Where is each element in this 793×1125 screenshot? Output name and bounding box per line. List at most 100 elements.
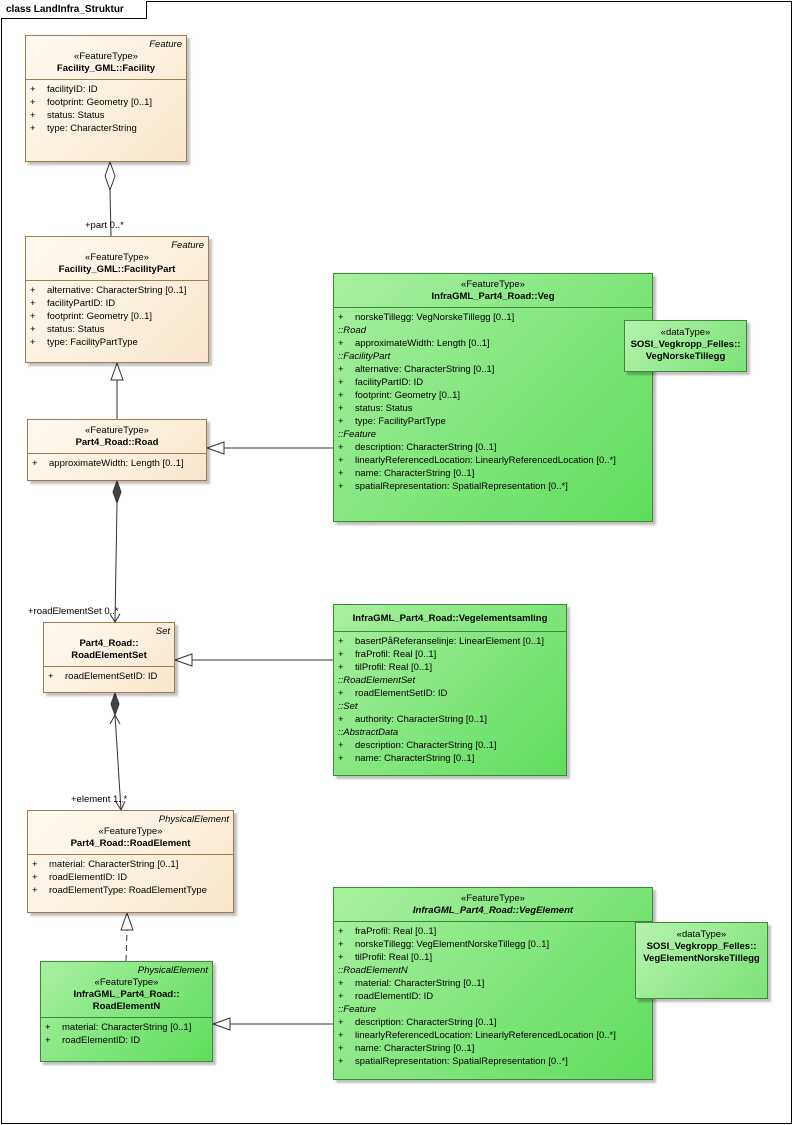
attribute-row[interactable]: +roadElementID: ID — [45, 1034, 208, 1047]
visibility-marker: + — [338, 364, 344, 375]
attribute-text: facilityPartID: ID — [47, 298, 116, 309]
inherited-group-label: ::AbstractData — [338, 727, 399, 738]
attribute-text: status: Status — [47, 110, 105, 121]
attribute-text: type: FacilityPartType — [47, 337, 138, 348]
visibility-marker: + — [338, 403, 344, 414]
class-vegelementsamling[interactable]: InfraGML_Part4_Road::Vegelementsamling +… — [333, 604, 567, 776]
attribute-row[interactable]: +tilProfil: Real [0..1] — [338, 951, 648, 964]
attribute-row[interactable]: +norskeTillegg: VegElementNorskeTillegg … — [338, 938, 648, 951]
inherited-group-label: ::FacilityPart — [338, 351, 391, 362]
attribute-row[interactable]: +alternative: CharacterString [0..1] — [30, 284, 204, 297]
attribute-row[interactable]: +tilProfil: Real [0..1] — [338, 661, 562, 674]
attribute-row[interactable]: +footprint: Geometry [0..1] — [30, 310, 204, 323]
visibility-marker: + — [338, 468, 344, 479]
attribute-row[interactable]: +spatialRepresentation: SpatialRepresent… — [338, 1055, 648, 1068]
attribute-row[interactable]: +basertPåReferanselinje: LinearElement [… — [338, 635, 562, 648]
attribute-row[interactable]: +fraProfil: Real [0..1] — [338, 648, 562, 661]
attribute-row[interactable]: + status: Status — [30, 323, 204, 336]
attribute-text: linearlyReferencedLocation: LinearlyRefe… — [355, 1030, 616, 1041]
class-vegelement[interactable]: «FeatureType» InfraGML_Part4_Road::VegEl… — [333, 887, 653, 1080]
inherited-group-label: ::RoadElementSet — [338, 675, 416, 686]
attribute-row[interactable]: + status: Status — [30, 109, 182, 122]
attribute-text: roadElementSetID: ID — [355, 688, 448, 699]
attribute-row[interactable]: +name: CharacterString [0..1] — [338, 752, 562, 765]
class-roadelementn[interactable]: PhysicalElement «FeatureType» InfraGML_P… — [40, 961, 213, 1062]
visibility-marker: + — [338, 991, 344, 1002]
class-name-line2: RoadElementSet — [71, 650, 147, 661]
generalization-road-facilitypart — [110, 361, 124, 419]
attribute-row[interactable]: +linearlyReferencedLocation: LinearlyRef… — [338, 454, 648, 467]
attribute-row[interactable]: +norskeTillegg: VegNorskeTillegg [0..1] — [338, 311, 648, 324]
attribute-row[interactable]: +roadElementID: ID — [32, 871, 229, 884]
attribute-row[interactable]: +type: CharacterString — [30, 122, 182, 135]
class-facility[interactable]: Feature «FeatureType» Facility_GML::Faci… — [25, 35, 187, 162]
attribute-row[interactable]: +linearlyReferencedLocation: LinearlyRef… — [338, 1029, 648, 1042]
visibility-marker: + — [30, 110, 36, 121]
attribute-list: +facilityID: ID+footprint: Geometry [0..… — [26, 79, 186, 137]
attribute-text: material: CharacterString [0..1] — [355, 978, 485, 989]
attribute-text: status: Status — [47, 324, 105, 335]
visibility-marker: + — [338, 662, 344, 673]
attribute-row[interactable]: +type: FacilityPartType — [338, 415, 648, 428]
attribute-row[interactable]: +description: CharacterString [0..1] — [338, 441, 648, 454]
attribute-text: roadElementID: ID — [62, 1035, 141, 1046]
class-vegnorsketillegg[interactable]: «dataType» SOSI_Vegkropp_Felles:: VegNor… — [624, 320, 747, 372]
multiplicity: 1..* — [113, 794, 128, 805]
composition-roadelementset-roadelement — [109, 691, 126, 812]
inherited-group-label: ::Set — [338, 701, 358, 712]
attribute-row[interactable]: +footprint: Geometry [0..1] — [30, 96, 182, 109]
attribute-row[interactable]: +material: CharacterString [0..1] — [45, 1021, 208, 1034]
class-facilitypart[interactable]: Feature «FeatureType» Facility_GML::Faci… — [25, 236, 209, 363]
class-name-line1: Part4_Road:: — [79, 638, 139, 649]
visibility-marker: + — [30, 337, 36, 348]
attribute-text: status: Status — [355, 403, 413, 414]
class-stereotype: «FeatureType» — [85, 425, 149, 436]
visibility-marker: + — [338, 649, 344, 660]
attribute-row[interactable]: +footprint: Geometry [0..1] — [338, 389, 648, 402]
class-name-line2: VegNorskeTillegg — [645, 351, 726, 362]
attribute-row[interactable]: +roadElementSetID: ID — [338, 687, 562, 700]
class-vegelementnorsketillegg[interactable]: «dataType» SOSI_Vegkropp_Felles:: VegEle… — [635, 922, 768, 999]
attribute-text: name: CharacterString [0..1] — [355, 753, 475, 764]
visibility-marker: + — [338, 1056, 344, 1067]
visibility-marker: + — [32, 885, 38, 896]
visibility-marker: + — [338, 442, 344, 453]
attribute-row[interactable]: +alternative: CharacterString [0..1] — [338, 363, 648, 376]
attribute-row[interactable]: +description: CharacterString [0..1] — [338, 1016, 648, 1029]
class-name: Part4_Road::RoadElement — [70, 838, 191, 849]
generalization-vegelement-roadelementn — [211, 1017, 333, 1031]
class-roadelement[interactable]: PhysicalElement «FeatureType» Part4_Road… — [27, 810, 234, 913]
attribute-list: +roadElementSetID: ID — [44, 666, 174, 685]
attribute-row[interactable]: +approximateWidth: Length [0..1] — [32, 457, 202, 470]
attribute-row[interactable]: +roadElementType: RoadElementType — [32, 884, 229, 897]
attribute-row[interactable]: +roadElementSetID: ID — [48, 670, 170, 683]
attribute-text: approximateWidth: Length [0..1] — [355, 338, 490, 349]
attribute-row[interactable]: +name: CharacterString [0..1] — [338, 467, 648, 480]
attribute-row[interactable]: +facilityPartID: ID — [338, 376, 648, 389]
attribute-text: facilityID: ID — [47, 84, 98, 95]
class-stereotype: «dataType» — [660, 327, 711, 338]
attribute-row[interactable]: +material: CharacterString [0..1] — [338, 977, 648, 990]
attribute-row[interactable]: + type: FacilityPartType — [30, 336, 204, 349]
visibility-marker: + — [338, 740, 344, 751]
attribute-row[interactable]: +facilityPartID: ID — [30, 297, 204, 310]
attribute-row[interactable]: +spatialRepresentation: SpatialRepresent… — [338, 480, 648, 493]
attribute-row[interactable]: + status: Status — [338, 402, 648, 415]
attribute-row[interactable]: +facilityID: ID — [30, 83, 182, 96]
class-roadelementset[interactable]: Set Part4_Road:: RoadElementSet +roadEle… — [43, 622, 175, 693]
attribute-row[interactable]: +description: CharacterString [0..1] — [338, 739, 562, 752]
attribute-row[interactable]: +fraProfil: Real [0..1] — [338, 925, 648, 938]
class-stereotype: «FeatureType» — [98, 826, 163, 837]
attribute-row[interactable]: +name: CharacterString [0..1] — [338, 1042, 648, 1055]
attribute-text: footprint: Geometry [0..1] — [355, 390, 461, 401]
attribute-row[interactable]: +roadElementID: ID — [338, 990, 648, 1003]
class-road[interactable]: «FeatureType» Part4_Road::Road +approxim… — [27, 419, 207, 481]
attribute-row[interactable]: +authority: CharacterString [0..1] — [338, 713, 562, 726]
attribute-row[interactable]: +material: CharacterString [0..1] — [32, 858, 229, 871]
visibility-marker: + — [32, 458, 38, 469]
class-veg[interactable]: «FeatureType» InfraGML_Part4_Road::Veg +… — [333, 273, 653, 522]
visibility-marker: + — [30, 324, 36, 335]
attribute-row[interactable]: +approximateWidth: Length [0..1] — [338, 337, 648, 350]
attribute-list: +material: CharacterString [0..1]+roadEl… — [28, 854, 233, 899]
class-name-line2: RoadElementN — [92, 1001, 161, 1012]
